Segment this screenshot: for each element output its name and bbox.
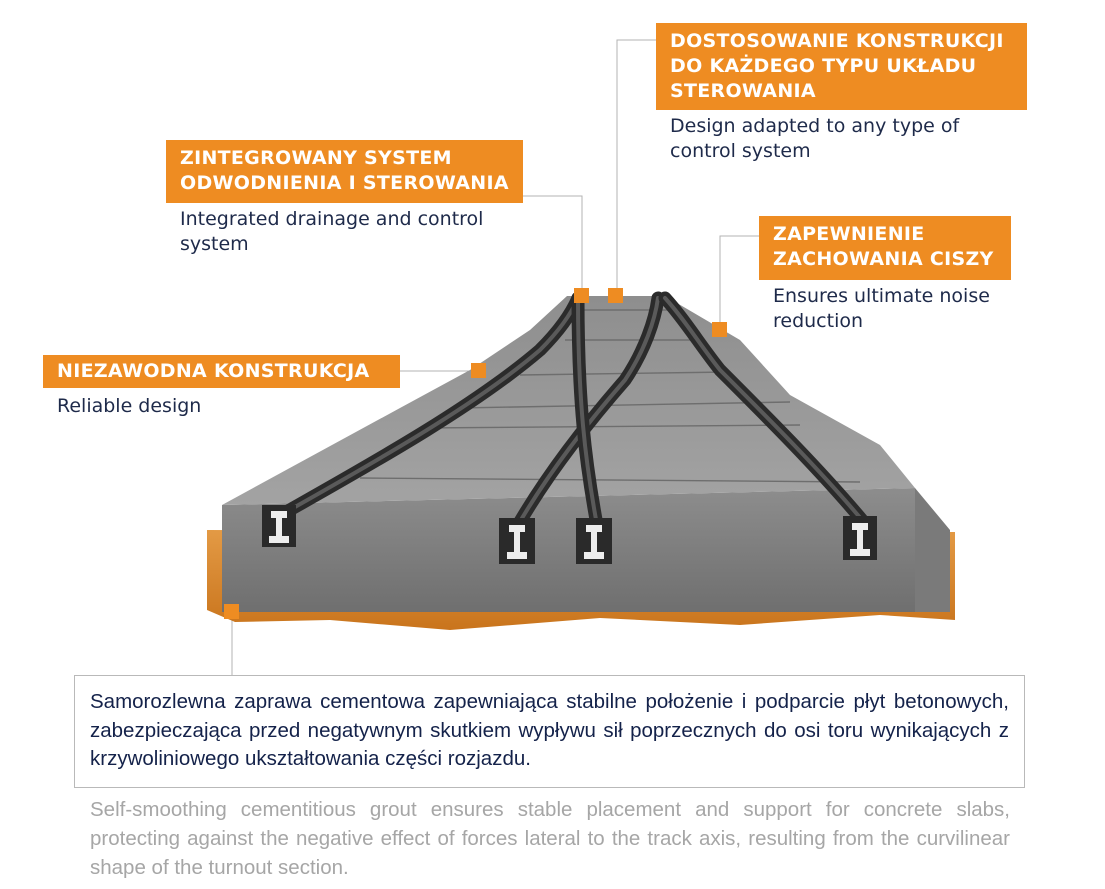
grout-description-pl: Samorozlewna zaprawa cementowa zapewniaj… xyxy=(74,675,1025,788)
grout-description-en: Self-smoothing cementitious grout ensure… xyxy=(90,798,1010,879)
callout-noise-subtitle: Ensures ultimate noise reduction xyxy=(773,284,990,334)
callout-reliable-title-line-1: NIEZAWODNA KONSTRUKCJA xyxy=(57,360,370,382)
callout-drainage-title-line-2: ODWODNIENIA I STEROWANIA xyxy=(180,172,509,194)
callout-noise-title-line-1: ZAPEWNIENIE xyxy=(773,223,925,245)
callout-drainage-subtitle-line-1: Integrated drainage and control xyxy=(180,208,484,230)
callout-reliable-subtitle: Reliable design xyxy=(57,394,201,419)
callout-control-subtitle-line-1: Design adapted to any type of xyxy=(670,115,960,137)
marker-noise xyxy=(712,322,727,337)
callout-drainage-subtitle-line-2: system xyxy=(180,233,249,255)
callout-control-title: DOSTOSOWANIE KONSTRUKCJI DO KAŻDEGO TYPU… xyxy=(656,23,1027,110)
callout-drainage-subtitle: Integrated drainage and control system xyxy=(180,207,483,257)
slab-side-face xyxy=(915,488,950,612)
slab-front-face xyxy=(222,488,915,612)
rail-profiles xyxy=(262,505,877,564)
callout-control-title-line-3: STEROWANIA xyxy=(670,80,816,102)
callout-control-title-line-1: DOSTOSOWANIE KONSTRUKCJI xyxy=(670,30,1004,52)
callout-control-subtitle: Design adapted to any type of control sy… xyxy=(670,114,959,164)
callout-noise-subtitle-line-2: reduction xyxy=(773,310,864,332)
callout-noise-title: ZAPEWNIENIE ZACHOWANIA CISZY xyxy=(759,216,1011,280)
callout-reliable-title: NIEZAWODNA KONSTRUKCJA xyxy=(43,355,400,388)
callout-noise-title-line-2: ZACHOWANIA CISZY xyxy=(773,248,994,270)
marker-drainage xyxy=(574,288,589,303)
leader-lines xyxy=(231,39,760,675)
marker-reliable xyxy=(471,363,486,378)
callout-reliable-subtitle-line-1: Reliable design xyxy=(57,395,202,417)
callout-control-title-line-2: DO KAŻDEGO TYPU UKŁADU xyxy=(670,55,977,77)
callout-noise-subtitle-line-1: Ensures ultimate noise xyxy=(773,285,990,307)
marker-grout xyxy=(224,604,239,619)
marker-control xyxy=(608,288,623,303)
callout-control-subtitle-line-2: control system xyxy=(670,140,811,162)
rail-channels xyxy=(265,291,869,532)
callout-drainage-title-line-1: ZINTEGROWANY SYSTEM xyxy=(180,147,452,169)
callout-drainage-title: ZINTEGROWANY SYSTEM ODWODNIENIA I STEROW… xyxy=(166,140,523,203)
